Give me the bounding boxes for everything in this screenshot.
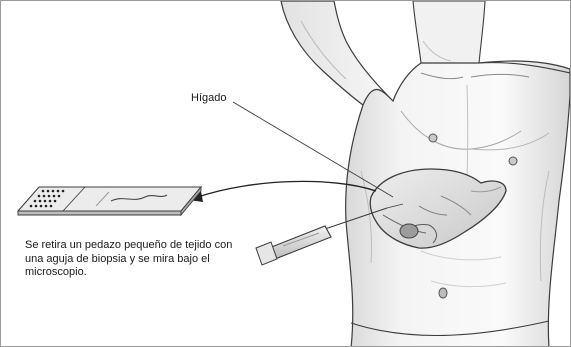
neck: [413, 1, 485, 63]
liver-label: Hígado: [191, 92, 226, 106]
biopsy-caption: Se retira un pedazo pequeño de tejido co…: [25, 239, 245, 280]
microscope-slide-icon: [18, 187, 201, 215]
